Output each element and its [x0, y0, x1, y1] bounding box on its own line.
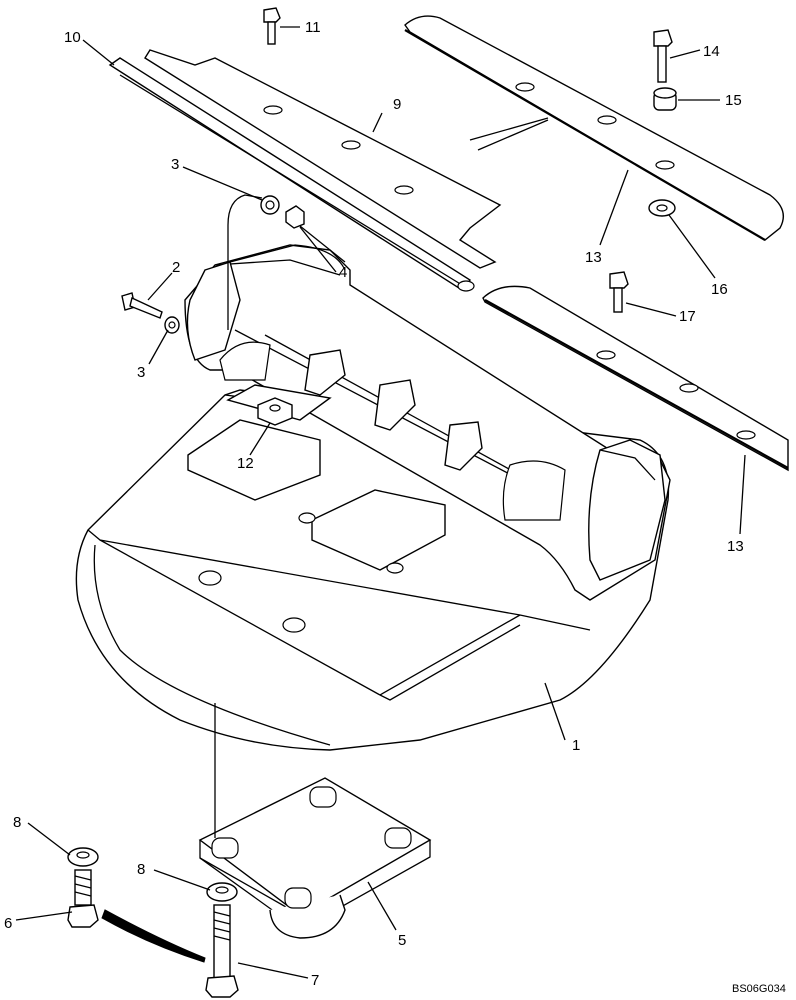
- washer-3-upper: [227, 194, 280, 330]
- callout-16: 16: [711, 281, 728, 298]
- callout-3-upper: 3: [171, 156, 179, 173]
- bolt-14: [653, 29, 673, 83]
- callout-15: 15: [725, 92, 742, 109]
- bolt-2: [121, 292, 163, 319]
- bolt-7: [205, 904, 239, 998]
- leader-lines: [15, 26, 746, 979]
- nut-4: [285, 205, 346, 263]
- drawing-code: BS06G034: [732, 983, 786, 995]
- callout-7: 7: [311, 972, 319, 989]
- callout-4: 4: [339, 264, 347, 281]
- callout-8-left: 8: [13, 814, 21, 831]
- callout-13-upper: 13: [585, 249, 602, 266]
- callout-13-lower: 13: [727, 538, 744, 555]
- callout-5: 5: [398, 932, 406, 949]
- callout-8-right: 8: [137, 861, 145, 878]
- washer-3-lower: [164, 316, 180, 334]
- washer-16: [648, 199, 676, 217]
- assembly-arrow: [101, 909, 206, 963]
- callouts: 1 2 3 3 4 5 6 7 8 8 9 10 11 12 13 13 14 …: [4, 19, 744, 989]
- callout-1: 1: [572, 737, 580, 754]
- trim-strip: [108, 57, 475, 292]
- bolt-6: [67, 869, 99, 928]
- callout-9: 9: [393, 96, 401, 113]
- callout-6: 6: [4, 915, 12, 932]
- spacer-15: [653, 87, 677, 111]
- bolt-11: [263, 7, 281, 45]
- callout-12: 12: [237, 455, 254, 472]
- callout-11: 11: [305, 19, 321, 36]
- side-rail-lower: [482, 285, 789, 472]
- bracket-plate: [198, 703, 432, 939]
- bolt-17: [609, 271, 629, 313]
- washer-8-left: [67, 847, 99, 867]
- callout-3-lower: 3: [137, 364, 145, 381]
- callout-2: 2: [172, 259, 180, 276]
- side-rail-upper: [404, 15, 784, 241]
- callout-14: 14: [703, 43, 720, 60]
- mounting-panel: [144, 49, 502, 269]
- seat-cushion: [75, 244, 671, 751]
- callout-10: 10: [64, 29, 81, 46]
- callout-17: 17: [679, 308, 696, 325]
- nut-12: [257, 397, 293, 426]
- washer-8-right: [206, 882, 238, 902]
